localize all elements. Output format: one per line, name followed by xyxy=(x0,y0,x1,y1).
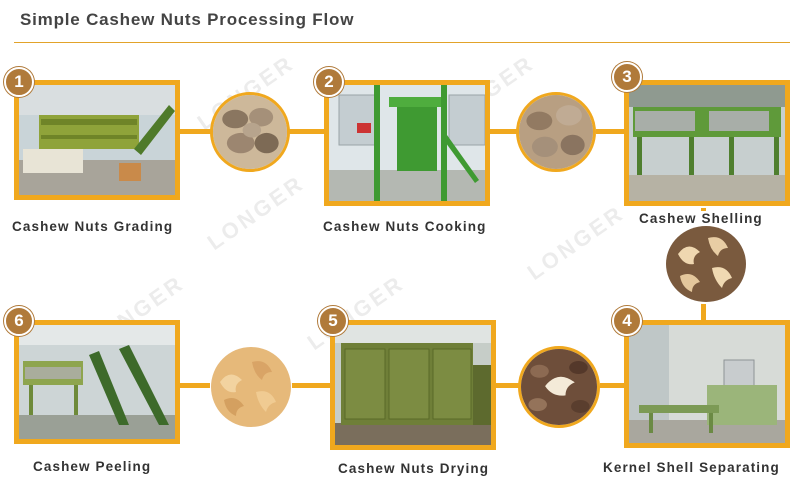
flow-connector xyxy=(288,129,326,134)
step-2-label: Cashew Nuts Cooking xyxy=(323,219,486,234)
title-divider xyxy=(14,42,790,43)
flow-connector xyxy=(180,383,210,388)
flow-connector xyxy=(290,383,330,388)
raw-cashew-nuts-image xyxy=(210,92,290,172)
flow-connector xyxy=(490,129,518,134)
step-4-photo xyxy=(624,320,790,448)
step-6-label: Cashew Peeling xyxy=(33,459,151,474)
step-4-label: Kernel Shell Separating xyxy=(603,460,780,475)
step-3-photo xyxy=(624,80,790,206)
step-badge: 2 xyxy=(314,67,344,97)
watermark: LONGER xyxy=(203,170,310,256)
cooked-cashew-nuts-image xyxy=(516,92,596,172)
flow-connector xyxy=(178,129,212,134)
step-1-label: Cashew Nuts Grading xyxy=(12,219,173,234)
step-5-photo xyxy=(330,320,496,450)
step-badge: 3 xyxy=(612,62,642,92)
page-title: Simple Cashew Nuts Processing Flow xyxy=(20,10,354,30)
step-badge: 4 xyxy=(612,306,642,336)
step-6-photo xyxy=(14,320,180,444)
step-1-photo xyxy=(14,80,180,200)
step-badge: 5 xyxy=(318,306,348,336)
step-badge: 6 xyxy=(4,306,34,336)
peeled-cashew-kernels-image xyxy=(210,346,292,428)
flow-connector xyxy=(496,383,520,388)
shelled-cashew-nuts-image xyxy=(664,224,748,304)
watermark: LONGER xyxy=(523,200,630,286)
step-2-photo xyxy=(324,80,490,206)
step-badge: 1 xyxy=(4,67,34,97)
separated-kernels-image xyxy=(518,346,600,428)
step-5-label: Cashew Nuts Drying xyxy=(338,461,489,476)
